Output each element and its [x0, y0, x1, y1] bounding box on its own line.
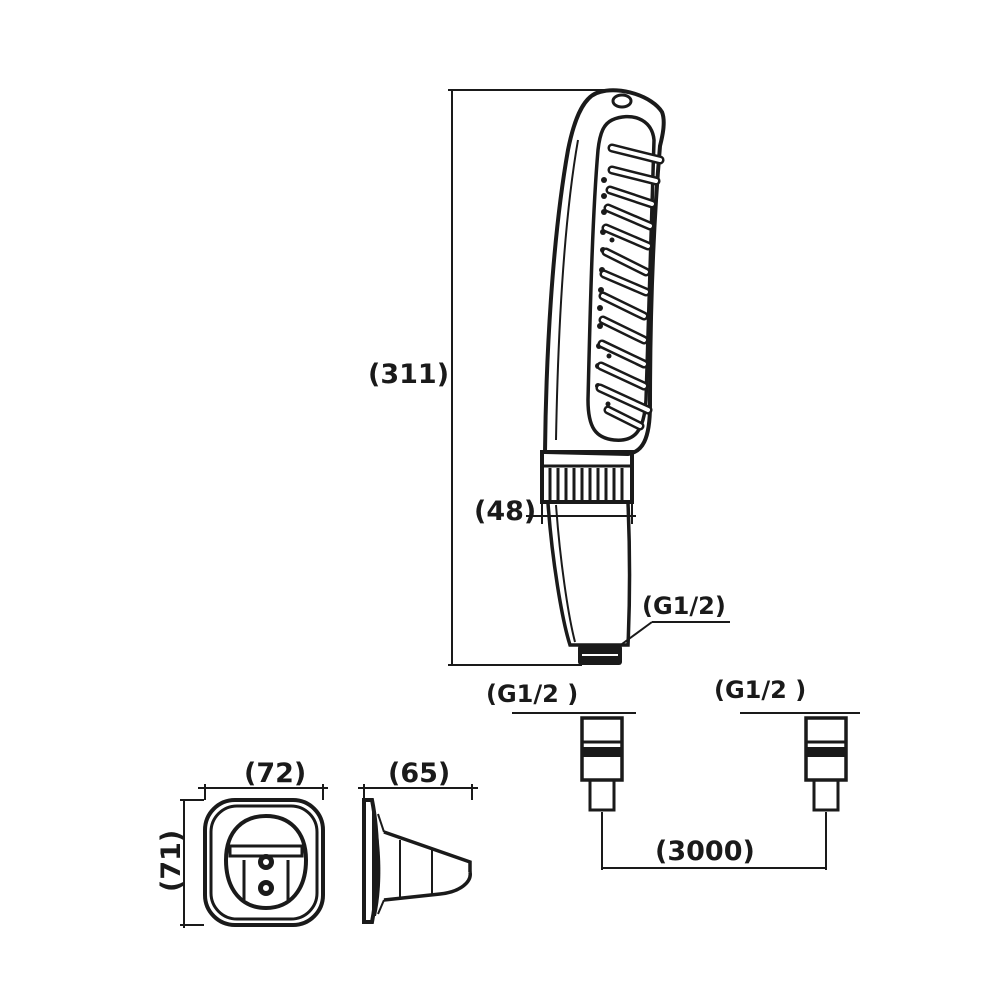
holder-front-dimension-lines	[180, 784, 328, 928]
hose-length-dimension	[601, 812, 827, 870]
holder-height-label: (71)	[156, 830, 187, 892]
handle-diameter-dimension	[526, 500, 636, 524]
hose-thread-right-label: (G1/2 )	[714, 676, 806, 704]
hose-connector-right	[740, 712, 860, 812]
handle-thread-label: (G1/2)	[642, 592, 726, 620]
shower-head-side-view	[540, 88, 666, 665]
hose-connector-left	[512, 712, 636, 812]
holder-side-dimension-line	[358, 784, 478, 800]
holder-depth-label: (65)	[388, 758, 450, 789]
holder-side-view	[358, 784, 478, 924]
hose-length-label: (3000)	[655, 836, 755, 867]
handle-diameter-label: (48)	[474, 496, 536, 527]
total-length-label: (311)	[368, 359, 449, 390]
hose-thread-left-label: (G1/2 )	[486, 680, 578, 708]
total-length-dimension	[448, 89, 612, 666]
holder-front-view	[180, 784, 328, 928]
handle-thread-leader	[621, 621, 730, 645]
knurled-ring	[540, 450, 634, 504]
holder-width-label: (72)	[244, 758, 306, 789]
comb-pins	[595, 143, 665, 431]
